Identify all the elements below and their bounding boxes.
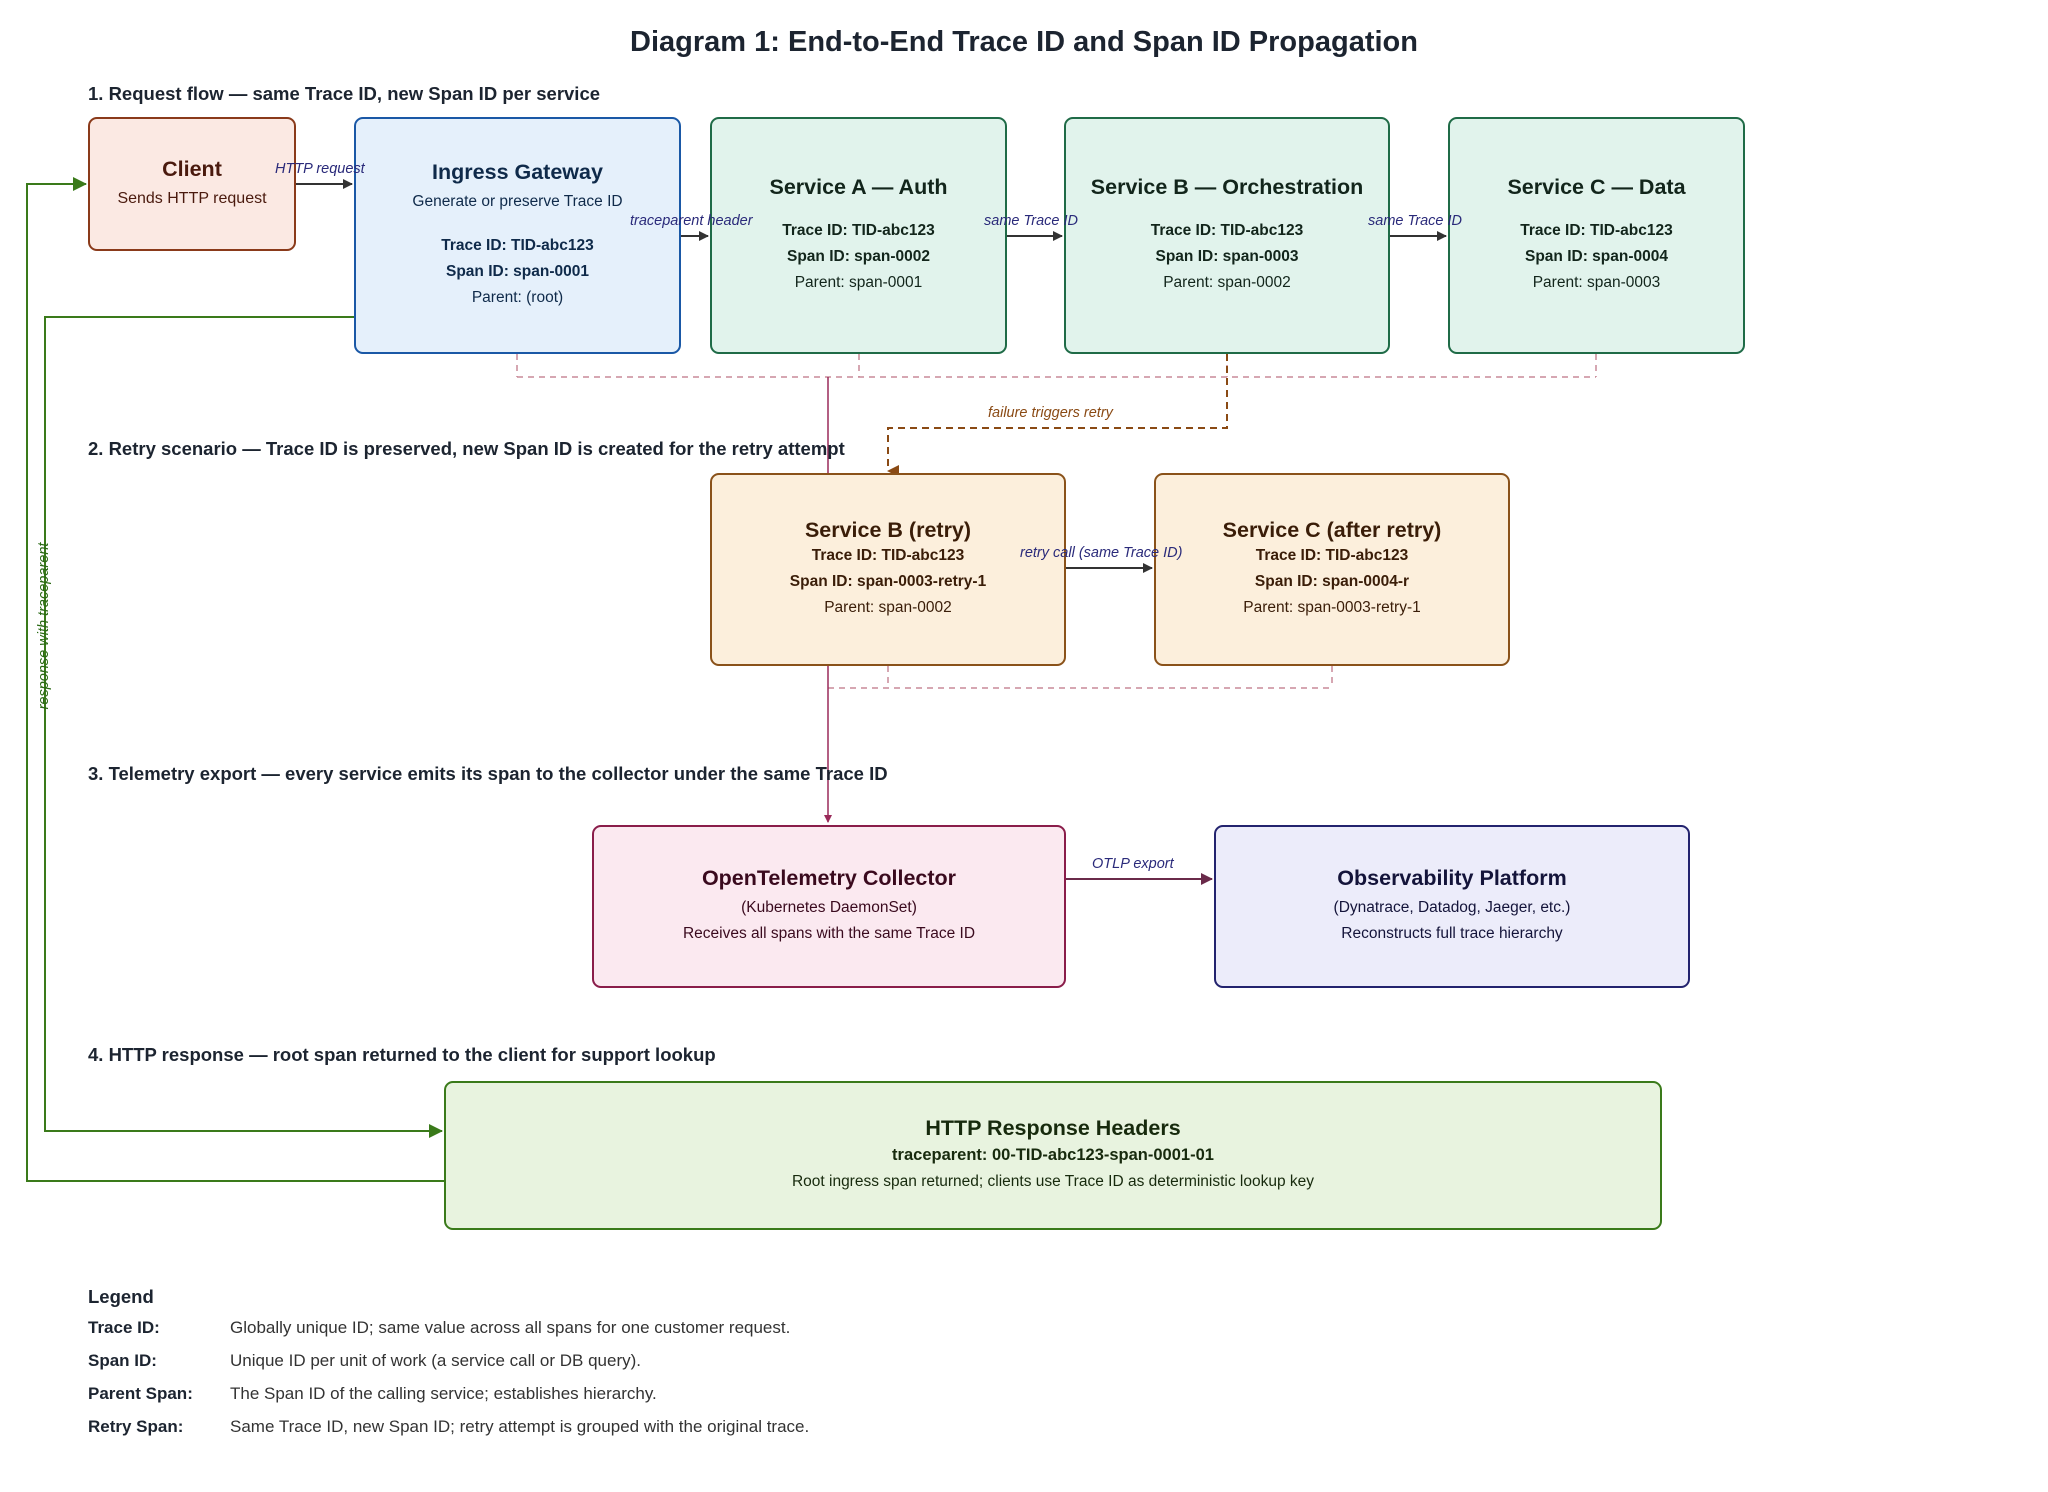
legend-key: Parent Span:: [88, 1384, 193, 1403]
node-title: Service C (after retry): [1222, 518, 1442, 542]
legend-row: Trace ID: Globally unique ID; same value …: [88, 1318, 790, 1338]
span-id: Span ID: span-0002: [787, 248, 930, 265]
edge-label-otlp-export: OTLP export: [1092, 856, 1174, 872]
arrow-ingress-to-response: [44, 316, 443, 1138]
span-id: Span ID: span-0003-retry-1: [789, 573, 987, 590]
edge-label-failure-retry: failure triggers retry: [988, 405, 1113, 421]
node-http-response-headers: HTTP Response Headers traceparent: 00-TI…: [444, 1081, 1662, 1230]
node-title: Service B (retry): [804, 518, 972, 542]
edge-label-http-request: HTTP request: [275, 161, 365, 177]
edge-label-traceparent-header: traceparent header: [630, 213, 753, 229]
section-request-flow: 1. Request flow — same Trace ID, new Spa…: [88, 83, 601, 104]
arrow-failure-retry: [887, 354, 1228, 477]
diagram-title: Diagram 1: End-to-End Trace ID and Span …: [630, 26, 1418, 58]
node-subtitle: (Kubernetes DaemonSet): [741, 899, 917, 916]
legend-value: Unique ID per unit of work (a service ca…: [230, 1351, 641, 1370]
legend-row: Retry Span: Same Trace ID, new Span ID; r…: [88, 1417, 809, 1437]
trace-id: Trace ID: TID-abc123: [1255, 547, 1409, 564]
node-title: Service C — Data: [1507, 175, 1686, 199]
parent-span: Parent: span-0002: [1163, 274, 1291, 291]
legend-key: Retry Span:: [88, 1417, 184, 1436]
node-title: Observability Platform: [1337, 866, 1567, 890]
node-title: OpenTelemetry Collector: [701, 866, 957, 890]
trace-id: Trace ID: TID-abc123: [1520, 222, 1673, 239]
span-id: Span ID: span-0001: [446, 263, 589, 280]
parent-span: Parent: span-0002: [824, 599, 952, 616]
node-subtitle: Sends HTTP request: [117, 189, 267, 207]
node-title: Client: [162, 156, 222, 181]
node-title: Service A — Auth: [769, 175, 948, 199]
node-note: Reconstructs full trace hierarchy: [1341, 925, 1563, 942]
span-id: Span ID: span-0004-r: [1254, 573, 1410, 590]
node-title: Ingress Gateway: [432, 160, 603, 184]
legend-value: Globally unique ID; same value across al…: [230, 1318, 791, 1337]
trace-id: Trace ID: TID-abc123: [441, 237, 594, 254]
node-observability-platform: Observability Platform (Dynatrace, Datad…: [1214, 825, 1690, 988]
edge-label-retry-call: retry call (same Trace ID): [1020, 545, 1183, 561]
node-service-a: Service A — Auth Trace ID: TID-abc123 Sp…: [710, 117, 1007, 354]
node-note: Receives all spans with the same Trace I…: [682, 925, 976, 942]
node-service-b-retry: Service B (retry) Trace ID: TID-abc123 S…: [710, 473, 1066, 666]
section-http-response: 4. HTTP response — root span returned to…: [88, 1044, 716, 1065]
traceparent-header: traceparent: 00-TID-abc123-span-0001-01: [892, 1146, 1214, 1164]
telemetry-bus-retry: [828, 666, 1333, 689]
node-note: Root ingress span returned; clients use …: [791, 1173, 1315, 1190]
parent-span: Parent: span-0001: [794, 274, 923, 291]
trace-id: Trace ID: TID-abc123: [782, 222, 935, 239]
parent-span: Parent: span-0003-retry-1: [1243, 599, 1421, 616]
span-id: Span ID: span-0003: [1155, 248, 1299, 265]
node-subtitle: (Dynatrace, Datadog, Jaeger, etc.): [1333, 899, 1571, 916]
parent-span: Parent: (root): [471, 289, 564, 306]
node-ingress-gateway: Ingress Gateway Generate or preserve Tra…: [354, 117, 681, 354]
legend-row: Parent Span: The Span ID of the calling s…: [88, 1384, 657, 1404]
parent-span: Parent: span-0003: [1532, 274, 1661, 291]
edge-label-response: response with traceparent: [36, 542, 52, 710]
span-id: Span ID: span-0004: [1525, 248, 1668, 265]
node-otel-collector: OpenTelemetry Collector (Kubernetes Daem…: [592, 825, 1066, 988]
trace-id: Trace ID: TID-abc123: [1150, 222, 1304, 239]
node-service-b: Service B — Orchestration Trace ID: TID-…: [1064, 117, 1390, 354]
legend-title: Legend: [88, 1286, 154, 1307]
legend-row: Span ID: Unique ID per unit of work (a se…: [88, 1351, 641, 1371]
node-title: HTTP Response Headers: [925, 1116, 1181, 1140]
node-client: Client Sends HTTP request: [88, 117, 296, 251]
telemetry-bus-flow: [516, 354, 1597, 378]
arrow-response-to-client: [26, 177, 444, 1182]
node-service-c-after-retry: Service C (after retry) Trace ID: TID-ab…: [1154, 473, 1510, 666]
legend-value: The Span ID of the calling service; esta…: [230, 1384, 657, 1403]
legend-key: Trace ID:: [88, 1318, 160, 1337]
legend-key: Span ID:: [88, 1351, 157, 1370]
legend-value: Same Trace ID, new Span ID; retry attemp…: [230, 1417, 810, 1436]
node-service-c: Service C — Data Trace ID: TID-abc123 Sp…: [1448, 117, 1745, 354]
section-retry-scenario: 2. Retry scenario — Trace ID is preserve…: [88, 438, 845, 459]
node-subtitle: Generate or preserve Trace ID: [412, 193, 623, 210]
node-title: Service B — Orchestration: [1090, 175, 1364, 199]
section-telemetry-export: 3. Telemetry export — every service emit…: [88, 763, 888, 784]
trace-id: Trace ID: TID-abc123: [811, 547, 965, 564]
edge-label-same-trace-id-2: same Trace ID: [1368, 213, 1463, 229]
edge-label-same-trace-id-1: same Trace ID: [984, 213, 1079, 229]
